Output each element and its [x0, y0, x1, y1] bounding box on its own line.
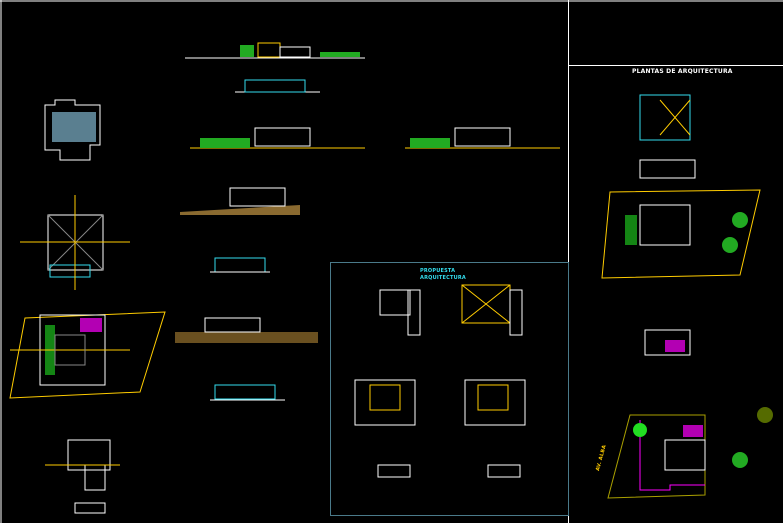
proposal-plan-3: [354, 379, 416, 426]
proposal-title-line1: PROPUESTA: [420, 268, 456, 274]
elevation-1: [185, 42, 365, 59]
right-panel-title: PLANTAS DE ARQUITECTURA: [632, 68, 733, 75]
proposal-plan-2: [461, 284, 523, 336]
proposal-panel-border: [330, 262, 569, 516]
section-4: [210, 257, 270, 273]
section-1: [190, 127, 365, 149]
elevation-2: [235, 79, 320, 93]
proposal-detail-1: [377, 464, 411, 478]
roof-plan: [44, 99, 101, 161]
proposal-plan-1: [379, 289, 421, 336]
right-plan-1: [639, 94, 696, 179]
floor-plan-2: [9, 311, 166, 399]
section-2: [405, 127, 560, 149]
section-3: [180, 187, 300, 215]
section-5: [175, 317, 318, 343]
floor-plan-3: [45, 439, 120, 514]
section-6: [210, 384, 285, 401]
proposal-detail-2: [487, 464, 521, 478]
right-site-plan-1: [601, 189, 761, 279]
right-site-plan-2: [607, 407, 773, 499]
proposal-plan-4: [464, 379, 526, 426]
proposal-title-line2: ARQUITECTURA: [420, 275, 466, 281]
right-plan-2: [644, 329, 691, 356]
floor-plan-1: [20, 195, 130, 290]
